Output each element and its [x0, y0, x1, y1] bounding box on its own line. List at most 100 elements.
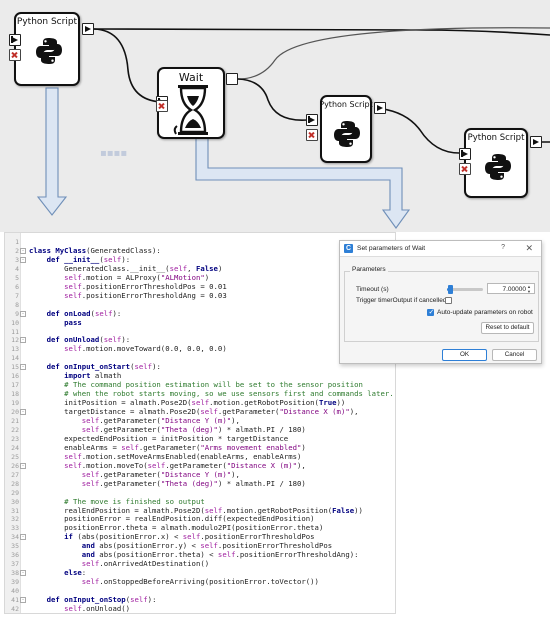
fold-toggle-icon[interactable]: -	[20, 256, 26, 263]
code-line[interactable]: 36 and abs(positionError.theta) < self.p…	[5, 550, 397, 560]
fold-toggle-icon[interactable]: -	[20, 310, 26, 317]
block-title: Wait	[178, 71, 204, 84]
code-line[interactable]: 13 self.motion.moveToward(0.0, 0.0, 0.0)	[5, 344, 397, 354]
fold-toggle-icon[interactable]: -	[20, 462, 26, 469]
code-line[interactable]: 3- def __init__(self):	[5, 255, 397, 265]
code-line[interactable]: 26- self.motion.moveTo(self.getParameter…	[5, 461, 397, 471]
fold-toggle-icon[interactable]: -	[20, 534, 26, 541]
onstart-input-port[interactable]	[9, 34, 21, 46]
fold-toggle-icon[interactable]: -	[20, 409, 26, 416]
python-logo-icon	[334, 121, 360, 147]
timeout-spinbox[interactable]: 7.00000 ▲▼	[487, 283, 535, 294]
code-line[interactable]: 32 positionError = realEndPosition.diff(…	[5, 514, 397, 524]
onstart-input-port[interactable]	[306, 114, 318, 126]
block-title: Python Script	[16, 17, 78, 27]
output-port[interactable]	[530, 136, 542, 148]
code-line[interactable]: 24 enableArms = self.getParameter("Arms …	[5, 443, 397, 453]
python-logo-icon	[36, 38, 62, 64]
code-line[interactable]: 40	[5, 586, 397, 596]
code-text: self.onUnload()	[64, 603, 131, 613]
code-line[interactable]: 18 # when the robot starts moving, so we…	[5, 389, 397, 399]
dialog-titlebar: C Set parameters of Wait ? ✕	[340, 241, 541, 257]
code-line[interactable]: 12- def onUnload(self):	[5, 335, 397, 345]
code-text: self.getParameter("Theta (deg)") * almat…	[81, 424, 306, 434]
code-line[interactable]: 27 self.getParameter("Distance Y (m)"),	[5, 470, 397, 480]
python-script-block-1[interactable]: Python Script	[14, 12, 80, 86]
code-line[interactable]: 35 and abs(positionError.y) < self.posit…	[5, 541, 397, 551]
line-number: 31	[11, 506, 19, 515]
code-line[interactable]: 14	[5, 353, 397, 363]
onstop-input-port[interactable]	[459, 163, 471, 175]
fold-toggle-icon[interactable]: -	[20, 597, 26, 603]
code-text: # The move is finished so output	[64, 496, 205, 506]
help-icon[interactable]: ?	[501, 244, 505, 251]
code-line[interactable]: 34- if (abs(positionError.x) < self.posi…	[5, 532, 397, 542]
code-line[interactable]: 2-class MyClass(GeneratedClass):	[5, 246, 397, 256]
code-line[interactable]: 10 pass	[5, 318, 397, 328]
code-line[interactable]: 25 self.motion.setMoveArmsEnabled(enable…	[5, 452, 397, 462]
code-line[interactable]: 29	[5, 488, 397, 498]
ok-button[interactable]: OK	[442, 349, 487, 361]
reset-to-default-button[interactable]: Reset to default	[481, 322, 534, 334]
spin-arrows-icon[interactable]: ▲▼	[527, 284, 531, 294]
timeout-slider[interactable]	[447, 285, 483, 294]
code-line[interactable]: 16 import almath	[5, 371, 397, 381]
code-line[interactable]: 17 # The command position estimation wil…	[5, 380, 397, 390]
code-line[interactable]: 30 # The move is finished so output	[5, 497, 397, 507]
code-line[interactable]: 23 expectedEndPosition = initPosition * …	[5, 434, 397, 444]
slider-thumb[interactable]	[447, 285, 453, 294]
code-line[interactable]: 1	[5, 237, 397, 247]
code-line[interactable]: 5 self.motion = ALProxy("ALMotion")	[5, 273, 397, 283]
line-number: 41	[11, 596, 19, 604]
auto-update-checkbox[interactable]	[427, 308, 434, 316]
trigger-checkbox[interactable]	[445, 297, 452, 304]
code-line[interactable]: 21 self.getParameter("Distance Y (m)"),	[5, 416, 397, 426]
code-line[interactable]: 20- targetDistance = almath.Pose2D(self.…	[5, 407, 397, 417]
wait-onstop-input-port[interactable]	[156, 100, 168, 112]
fold-toggle-icon[interactable]: -	[20, 247, 26, 254]
code-line[interactable]: 11	[5, 327, 397, 337]
python-script-block-3[interactable]: Python Script	[464, 128, 528, 198]
code-line[interactable]: 37 self.onArrivedAtDestination()	[5, 559, 397, 569]
line-number: 22	[11, 425, 19, 434]
code-line[interactable]: 38- else:	[5, 568, 397, 578]
onstop-input-port[interactable]	[306, 129, 318, 141]
code-line[interactable]: 15- def onInput_onStart(self):	[5, 362, 397, 372]
code-line[interactable]: 28 self.getParameter("Theta (deg)") * al…	[5, 479, 397, 489]
line-number: 28	[11, 479, 19, 488]
code-line[interactable]: 31 realEndPosition = almath.Pose2D(self.…	[5, 506, 397, 516]
timer-output-port[interactable]	[226, 73, 238, 85]
line-number: 2	[15, 246, 19, 255]
code-line[interactable]: 42 self.onUnload()	[5, 604, 397, 614]
line-number: 16	[11, 372, 19, 381]
code-line[interactable]: 41- def onInput_onStop(self):	[5, 595, 397, 605]
code-line[interactable]: 9- def onLoad(self):	[5, 309, 397, 319]
onstart-input-port[interactable]	[459, 148, 471, 160]
line-number: 12	[11, 336, 19, 345]
fold-toggle-icon[interactable]: -	[20, 364, 26, 371]
choregraphe-canvas[interactable]: ▪▪▪▪ Python Script Wait Python Script	[0, 0, 550, 232]
code-line[interactable]: 4 GeneratedClass.__init__(self, False)	[5, 264, 397, 274]
code-line[interactable]: 8	[5, 300, 397, 310]
line-number: 35	[11, 542, 19, 551]
code-text: def onLoad(self):	[46, 308, 122, 318]
output-port[interactable]	[374, 102, 386, 114]
line-number: 9	[15, 309, 19, 318]
line-number: 30	[11, 497, 19, 506]
python-script-block-2[interactable]: Python Script	[319, 95, 373, 163]
output-port[interactable]	[82, 23, 94, 35]
close-icon[interactable]: ✕	[525, 243, 533, 253]
code-line[interactable]: 7 self.positionErrorThresholdAng = 0.03	[5, 291, 397, 301]
code-line[interactable]: 33 positionError.theta = almath.modulo2P…	[5, 523, 397, 533]
cancel-button[interactable]: Cancel	[492, 349, 537, 361]
onstop-input-port[interactable]	[9, 49, 21, 61]
line-number: 13	[11, 345, 19, 354]
fold-toggle-icon[interactable]: -	[20, 570, 26, 577]
code-line[interactable]: 6 self.positionErrorThresholdPos = 0.01	[5, 282, 397, 292]
line-number: 17	[11, 381, 19, 390]
code-line[interactable]: 39 self.onStoppedBeforeArriving(position…	[5, 577, 397, 587]
code-line[interactable]: 19 initPosition = almath.Pose2D(self.mot…	[5, 398, 397, 408]
code-line[interactable]: 22 self.getParameter("Theta (deg)") * al…	[5, 425, 397, 435]
fold-toggle-icon[interactable]: -	[20, 337, 26, 344]
